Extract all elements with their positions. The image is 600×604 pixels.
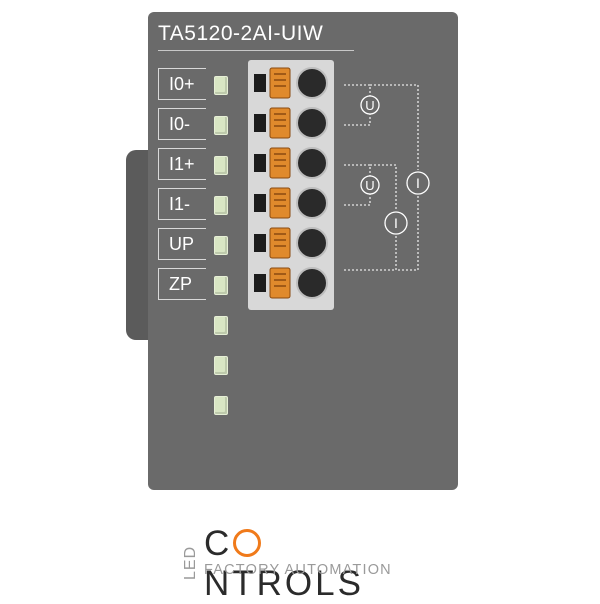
terminal-label-text: I0- bbox=[169, 114, 191, 134]
terminal-slot bbox=[254, 107, 328, 139]
logo-wordmark-end: NTROLS bbox=[204, 564, 364, 603]
wiring-diagram: U U I I bbox=[344, 84, 430, 271]
logo-tagline: FACTORY AUTOMATION bbox=[204, 562, 392, 578]
terminal-label-i1-plus: I1+ bbox=[158, 148, 206, 180]
logo-wordmark-start: C bbox=[204, 524, 233, 563]
current-symbol: I bbox=[384, 211, 408, 235]
terminal-label-text: I1+ bbox=[169, 154, 195, 174]
logo-prefix-text: LED bbox=[182, 546, 199, 580]
terminal-slot bbox=[254, 187, 328, 219]
module-model-label: TA5120-2AI-UIW bbox=[158, 22, 324, 45]
terminal-label-i0-minus: I0- bbox=[158, 108, 206, 140]
status-led-3 bbox=[214, 156, 228, 175]
current-symbol: I bbox=[406, 171, 430, 195]
title-divider bbox=[158, 50, 354, 51]
voltage-symbol: U bbox=[360, 95, 380, 115]
voltage-symbol-label: U bbox=[365, 178, 374, 193]
terminal-label-zp: ZP bbox=[158, 268, 206, 300]
terminal-label-text: ZP bbox=[169, 274, 193, 294]
voltage-symbol-label: U bbox=[365, 98, 374, 113]
terminal-slot bbox=[254, 147, 328, 179]
terminal-label-i1-minus: I1- bbox=[158, 188, 206, 220]
current-symbol-label: I bbox=[416, 175, 420, 191]
terminal-label-text: UP bbox=[169, 234, 195, 254]
voltage-symbol: U bbox=[360, 175, 380, 195]
status-led-9 bbox=[214, 396, 228, 415]
terminal-slot bbox=[254, 67, 328, 99]
terminal-label-i0-plus: I0+ bbox=[158, 68, 206, 100]
logo-ring-icon bbox=[233, 529, 262, 557]
terminal-label-text: I0+ bbox=[169, 74, 195, 94]
current-symbol-label: I bbox=[394, 215, 398, 231]
logo-prefix-mark: LED bbox=[182, 546, 199, 580]
status-led-6 bbox=[214, 276, 228, 295]
logo-wordmark: CNTROLS bbox=[204, 524, 420, 604]
brand-logo: LED CNTROLS FACTORY AUTOMATION bbox=[180, 524, 420, 603]
terminal-label-text: I1- bbox=[169, 194, 191, 214]
status-led-7 bbox=[214, 316, 228, 335]
status-led-5 bbox=[214, 236, 228, 255]
terminal-slot bbox=[254, 227, 328, 259]
status-led-4 bbox=[214, 196, 228, 215]
terminal-block-connector[interactable] bbox=[248, 60, 334, 310]
terminal-block-graphic bbox=[254, 67, 328, 299]
status-led-2 bbox=[214, 116, 228, 135]
status-led-1 bbox=[214, 76, 228, 95]
status-led-8 bbox=[214, 356, 228, 375]
terminal-label-up: UP bbox=[158, 228, 206, 260]
terminal-slot bbox=[254, 267, 328, 299]
